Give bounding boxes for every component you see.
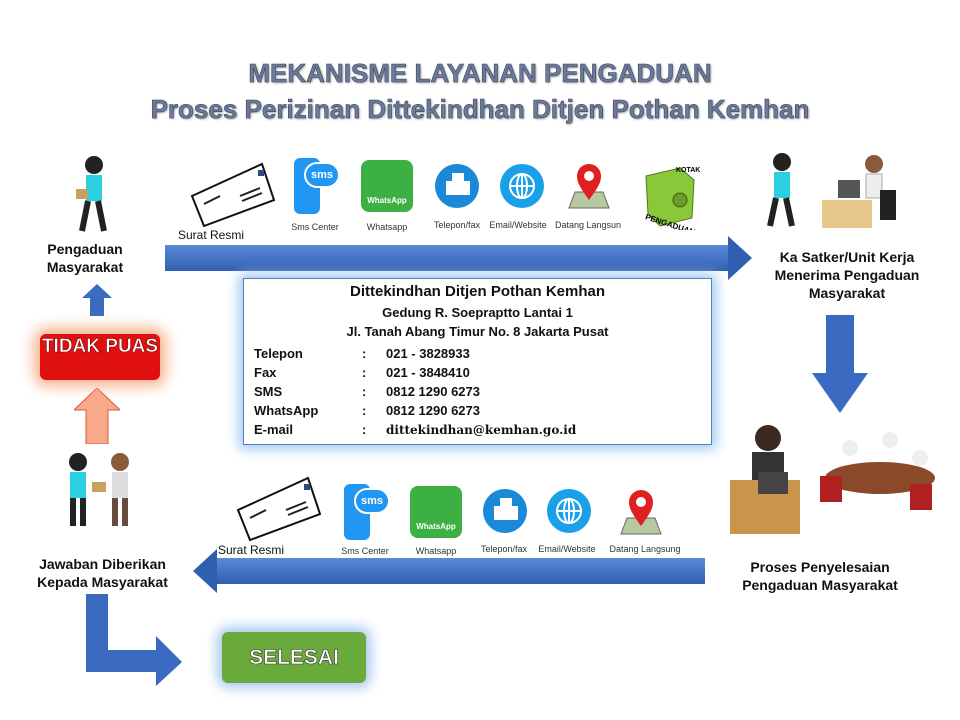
bottom-email-label: Email/Website [538, 544, 596, 554]
contact-value: 021 - 3848410 [386, 365, 470, 380]
contact-row: SMS: 0812 1290 6273 [254, 382, 701, 401]
channel-datang-label: Datang Langsun [554, 220, 622, 230]
fax-icon [435, 164, 479, 208]
contact-row: Fax: 021 - 3848410 [254, 363, 701, 382]
map-pin-icon [620, 490, 662, 535]
channel-sms-label: Sms Center [291, 222, 339, 232]
step-pengaduan: Pengaduan Masyarakat [46, 241, 124, 275]
globe-icon [547, 489, 591, 533]
contact-info-box: Dittekindhan Ditjen Pothan Kemhan Gedung… [243, 278, 712, 445]
contact-org: Dittekindhan Ditjen Pothan Kemhan [349, 283, 605, 300]
bottom-telepon-label: Telepon/fax [480, 544, 528, 554]
flow-arrow-down [812, 315, 868, 413]
step-jawaban: Jawaban Diberikan Kepada Masyarakat [37, 556, 168, 590]
flow-arrow-up-orange [74, 388, 120, 444]
svg-text:KOTAK: KOTAK [676, 167, 700, 174]
letter-icon [190, 162, 275, 228]
title-line1: MEKANISME LAYANAN PENGADUAN [248, 58, 712, 89]
bottom-datang-label: Datang Langsung [609, 544, 681, 554]
handshake-icon [69, 453, 129, 526]
arrow-head-right [728, 236, 752, 280]
contact-sep: : [362, 365, 367, 380]
contact-sep: : [362, 384, 367, 399]
flow-arrow-l [86, 594, 182, 686]
contact-sep: : [362, 403, 367, 418]
letter-icon [236, 476, 321, 542]
channel-telepon-label: Telepon/fax [433, 220, 481, 230]
bottom-surat-label: Surat Resmi [218, 543, 285, 557]
step-ka-satker: Ka Satker/Unit Kerja Menerima Pengaduan … [774, 249, 920, 301]
officer-desk-icon [767, 153, 896, 228]
contact-sep: : [362, 346, 367, 361]
step-proses: Proses Penyelesaian Pengaduan Masyarakat [742, 559, 898, 593]
contact-value: 0812 1290 6273 [386, 403, 480, 418]
contact-row: E-mail: dittekindhan@kemhan.go.id [254, 420, 701, 439]
map-pin-icon [568, 164, 610, 209]
contact-row: WhatsApp: 0812 1290 6273 [254, 401, 701, 420]
contact-value: 021 - 3828933 [386, 346, 470, 361]
contact-key: SMS [254, 384, 283, 399]
tidak-puas-badge: TIDAK PUAS [40, 334, 160, 380]
sms-icon: sms [340, 484, 390, 540]
contact-row: Telepon: 021 - 3828933 [254, 344, 701, 363]
flow-arrow-up [82, 284, 112, 316]
title-line2: Proses Perizinan Dittekindhan Ditjen Pot… [150, 94, 810, 125]
meeting-icon [730, 425, 935, 534]
contact-key: Telepon [254, 346, 303, 361]
channel-whatsapp-label: Whatsapp [366, 222, 408, 232]
flow-arrow-top [165, 245, 730, 271]
bottom-sms-label: Sms Center [341, 546, 389, 556]
contact-key: WhatsApp [254, 403, 319, 418]
bottom-whatsapp-label: Whatsapp [415, 546, 457, 556]
contact-value: 0812 1290 6273 [386, 384, 480, 399]
contact-key: Fax [254, 365, 277, 380]
whatsapp-icon: WhatsApp [410, 486, 462, 538]
sms-icon: sms [290, 158, 340, 214]
contact-key: E-mail [254, 422, 294, 437]
contact-sep: : [362, 422, 367, 437]
globe-icon [500, 164, 544, 208]
person-walking-icon [76, 156, 107, 232]
fax-icon [483, 489, 527, 533]
channel-email-label: Email/Website [489, 220, 547, 230]
contact-address: Jl. Tanah Abang Timur No. 8 Jakarta Pusa… [346, 324, 609, 339]
selesai-badge: SELESAI [222, 632, 366, 683]
contact-building: Gedung R. Soepraptto Lantai 1 [382, 305, 573, 320]
flow-arrow-bottom [215, 558, 705, 584]
arrow-head-left [193, 549, 217, 593]
whatsapp-icon: WhatsApp [361, 160, 413, 212]
channel-surat-label: Surat Resmi [178, 228, 245, 242]
contact-value[interactable]: dittekindhan@kemhan.go.id [386, 422, 577, 437]
